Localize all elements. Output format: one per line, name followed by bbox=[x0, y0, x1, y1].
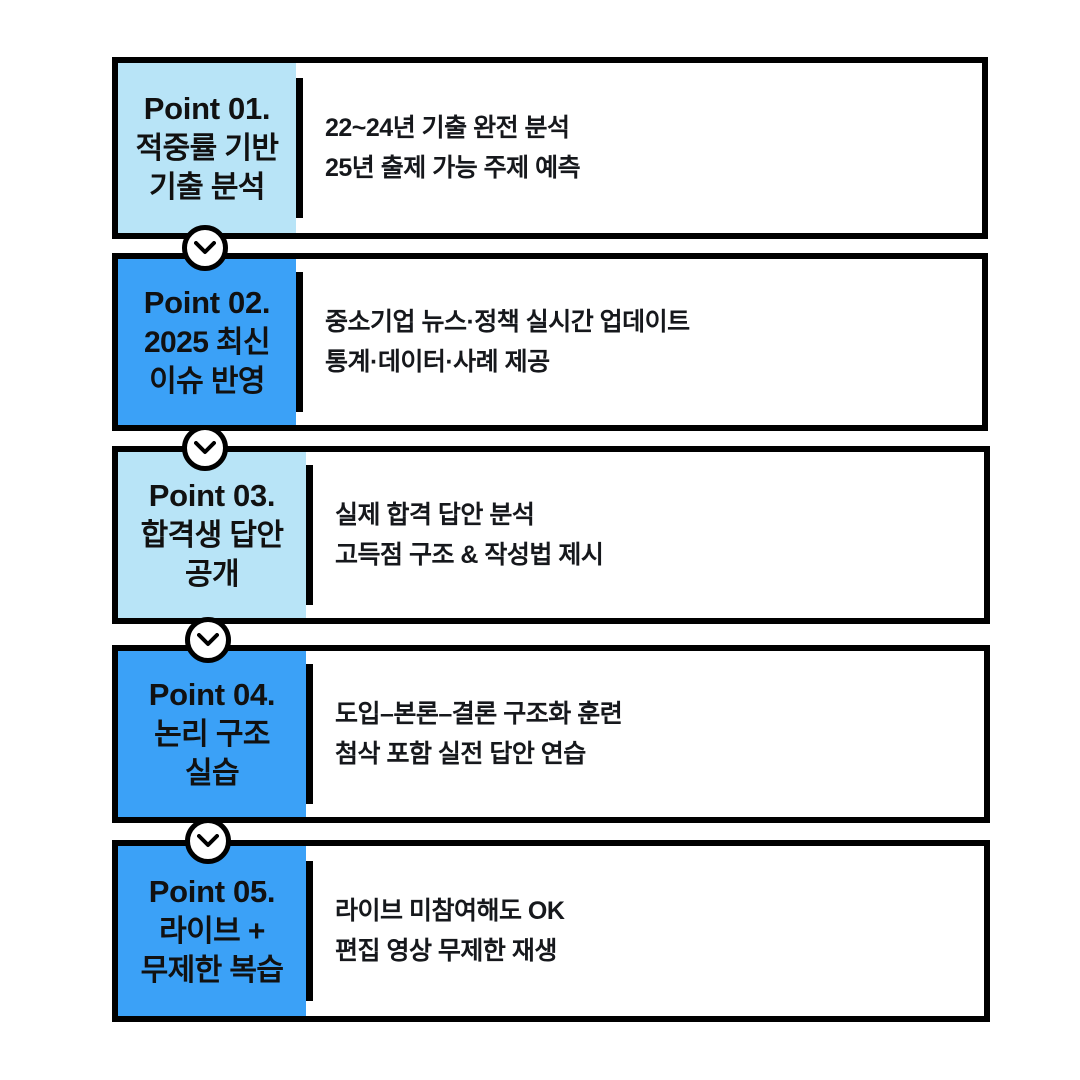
point-title-line-1a: 적중률 기반 bbox=[135, 132, 279, 166]
point-body-4: 도입–본론–결론 구조화 훈련 첨삭 포함 실전 답안 연습 bbox=[335, 651, 984, 817]
point-title-line-2b: 이슈 반영 bbox=[149, 365, 265, 399]
point-title-line-3a: 합격생 답안 bbox=[140, 519, 284, 553]
point-body-3: 실제 합격 답안 분석 고득점 구조 & 작성법 제시 bbox=[335, 452, 984, 618]
point-card-2[interactable]: Point 02. 2025 최신 이슈 반영 중소기업 뉴스·정책 실시간 업… bbox=[112, 253, 988, 431]
divider-gap-1 bbox=[303, 63, 325, 233]
point-title-line-4b: 실습 bbox=[185, 757, 240, 791]
point-body-line-4a: 도입–본론–결론 구조화 훈련 bbox=[335, 699, 623, 728]
divider-bar-5 bbox=[306, 861, 313, 1001]
point-body-line-1b: 25년 출제 가능 주제 예측 bbox=[325, 154, 581, 182]
point-body-line-3a: 실제 합격 답안 분석 bbox=[335, 500, 535, 529]
point-body-line-2a: 중소기업 뉴스·정책 실시간 업데이트 bbox=[325, 307, 690, 336]
point-label-panel-1: Point 01. 적중률 기반 기출 분석 bbox=[118, 63, 296, 233]
point-number-1: Point 01. bbox=[143, 90, 271, 126]
chevron-connector-1 bbox=[182, 225, 228, 271]
divider-bar-2 bbox=[296, 272, 303, 412]
chevron-down-icon bbox=[197, 633, 219, 646]
point-body-2: 중소기업 뉴스·정책 실시간 업데이트 통계·데이터·사례 제공 bbox=[325, 259, 982, 425]
chevron-down-icon bbox=[194, 441, 216, 454]
point-card-3[interactable]: Point 03. 합격생 답안 공개 실제 합격 답안 분석 고득점 구조 &… bbox=[112, 446, 990, 624]
point-body-line-5b: 편집 영상 무제한 재생 bbox=[335, 937, 557, 965]
divider-bar-3 bbox=[306, 465, 313, 605]
point-title-line-5a: 라이브 + bbox=[159, 915, 265, 949]
divider-gap-5 bbox=[313, 846, 335, 1016]
point-number-2: Point 02. bbox=[143, 284, 271, 320]
chevron-connector-4 bbox=[185, 818, 231, 864]
chevron-connector-3 bbox=[185, 617, 231, 663]
point-title-line-3b: 공개 bbox=[185, 558, 240, 592]
point-card-5[interactable]: Point 05. 라이브 + 무제한 복습 라이브 미참여해도 OK 편집 영… bbox=[112, 840, 990, 1022]
chevron-down-icon bbox=[197, 834, 219, 847]
point-label-panel-2: Point 02. 2025 최신 이슈 반영 bbox=[118, 259, 296, 425]
point-body-line-1a: 22~24년 기출 완전 분석 bbox=[325, 113, 570, 142]
point-body-line-2b: 통계·데이터·사례 제공 bbox=[325, 348, 550, 376]
divider-bar-4 bbox=[306, 664, 313, 804]
chevron-connector-2 bbox=[182, 425, 228, 471]
point-body-line-5a: 라이브 미참여해도 OK bbox=[335, 896, 565, 925]
point-number-4: Point 04. bbox=[148, 676, 276, 712]
point-title-line-5b: 무제한 복습 bbox=[140, 954, 284, 988]
point-title-line-1b: 기출 분석 bbox=[149, 171, 265, 205]
divider-gap-3 bbox=[313, 452, 335, 618]
point-title-line-2a: 2025 최신 bbox=[143, 326, 271, 360]
point-number-3: Point 03. bbox=[148, 477, 276, 513]
point-body-line-3b: 고득점 구조 & 작성법 제시 bbox=[335, 541, 604, 569]
point-card-4[interactable]: Point 04. 논리 구조 실습 도입–본론–결론 구조화 훈련 첨삭 포함… bbox=[112, 645, 990, 823]
point-label-panel-5: Point 05. 라이브 + 무제한 복습 bbox=[118, 846, 306, 1016]
chevron-down-icon bbox=[194, 241, 216, 254]
point-body-line-4b: 첨삭 포함 실전 답안 연습 bbox=[335, 740, 586, 768]
divider-gap-2 bbox=[303, 259, 325, 425]
point-label-panel-4: Point 04. 논리 구조 실습 bbox=[118, 651, 306, 817]
point-body-5: 라이브 미참여해도 OK 편집 영상 무제한 재생 bbox=[335, 846, 984, 1016]
point-card-1[interactable]: Point 01. 적중률 기반 기출 분석 22~24년 기출 완전 분석 2… bbox=[112, 57, 988, 239]
divider-bar-1 bbox=[296, 78, 303, 218]
point-body-1: 22~24년 기출 완전 분석 25년 출제 가능 주제 예측 bbox=[325, 63, 982, 233]
point-title-line-4a: 논리 구조 bbox=[154, 718, 270, 752]
point-label-panel-3: Point 03. 합격생 답안 공개 bbox=[118, 452, 306, 618]
divider-gap-4 bbox=[313, 651, 335, 817]
point-number-5: Point 05. bbox=[148, 873, 276, 909]
